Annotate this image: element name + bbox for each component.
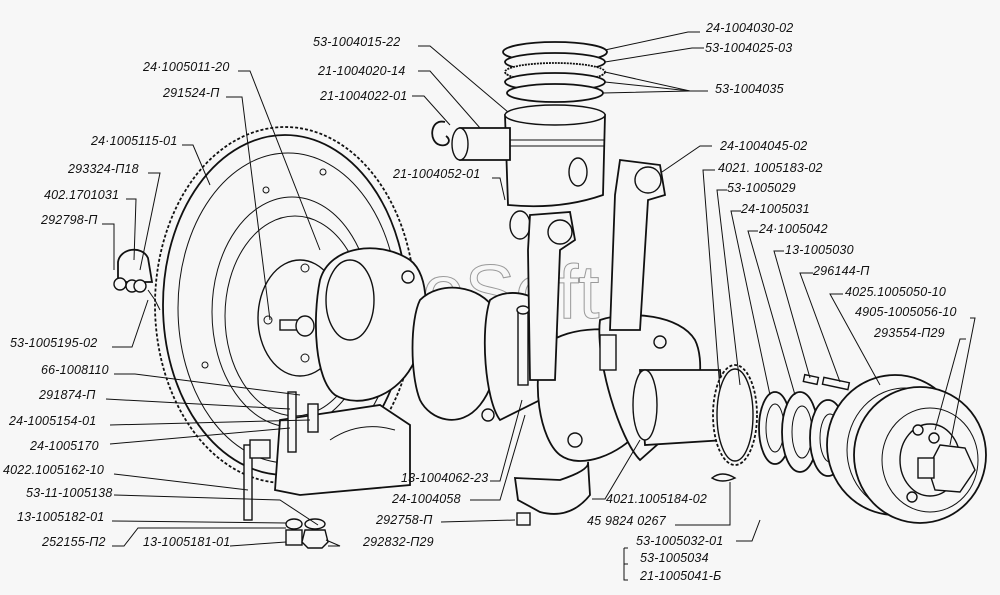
- callout-label: 292798-П: [40, 213, 98, 227]
- callout-label: 24-1005031: [740, 202, 810, 216]
- callout-label: 24-1004030-02: [705, 21, 793, 35]
- piston-pin: [451, 127, 511, 161]
- callout-label: 21-1005041-Б: [639, 569, 721, 583]
- callout-label: 53-1004035: [715, 82, 784, 96]
- callout-label: 4905-1005056-10: [855, 305, 957, 319]
- callout-label: 4025.1005050-10: [845, 285, 946, 299]
- callout-label: 4021. 1005183-02: [718, 161, 823, 175]
- callout-label: 21-1004052-01: [392, 167, 480, 181]
- leader-lines: [102, 31, 976, 581]
- callout-label: 402.1701031: [44, 188, 119, 202]
- crankshaft: [314, 247, 726, 462]
- callout-label: 53-1005029: [727, 181, 796, 195]
- callout-label: 293324-П18: [67, 162, 139, 176]
- callout-label: 53-1004025-03: [705, 41, 792, 55]
- callout-label: 24·1005011-20: [142, 60, 229, 74]
- keys: [710, 373, 851, 482]
- callout-label: 293554-П29: [873, 326, 945, 340]
- callout-labels: 24·1005011-20 291524-П 24·1005115-01 293…: [3, 21, 957, 583]
- callout-label: 24-1004045-02: [719, 139, 807, 153]
- callout-label: 291524-П: [162, 86, 220, 100]
- callout-label: 13-1005182-01: [17, 510, 104, 524]
- dowel-and-plate: [243, 439, 271, 521]
- callout-label: 24-1005170: [29, 439, 99, 453]
- callout-label: 292758-П: [375, 513, 433, 527]
- rod-bolt: [516, 305, 530, 386]
- connecting-rod-rear: [527, 211, 576, 381]
- connecting-rod-front: [599, 158, 667, 371]
- callout-label: 292832-П29: [362, 535, 434, 549]
- callout-label: 252155-П2: [41, 535, 106, 549]
- callout-label: 21-1004022-01: [319, 89, 407, 103]
- rear-seal-bracket: [113, 248, 161, 311]
- main-bearing-cap: [274, 391, 411, 496]
- callout-label: 53-11-1005138: [26, 486, 112, 500]
- flywheel-bolt: [279, 315, 315, 337]
- piston-pin-circlip: [431, 120, 450, 147]
- piston-rings: [502, 41, 608, 103]
- callout-label: 45 9824 0267: [587, 514, 667, 528]
- callout-label: 53-1005195-02: [10, 336, 97, 350]
- nuts-washers: [285, 518, 329, 549]
- callout-label: 24-1004058: [391, 492, 461, 506]
- crankshaft-pulley: [826, 374, 987, 524]
- callout-label: 53-1004015-22: [313, 35, 400, 49]
- callout-label: 24·1005042: [758, 222, 828, 236]
- piston-bottom: [509, 210, 531, 240]
- rod-cap: [513, 461, 591, 526]
- callout-label: 13-1005181-01: [143, 535, 230, 549]
- callout-label: 4022.1005162-10: [3, 463, 104, 477]
- piston: [504, 104, 606, 208]
- callout-label: 21-1004020-14: [317, 64, 405, 78]
- crankshaft-gear: [712, 364, 758, 466]
- callout-label: 53-1005032-01: [636, 534, 723, 548]
- callout-label: 13-1005030: [785, 243, 854, 257]
- callout-label: 296144-П: [812, 264, 870, 278]
- callout-label: 24·1005115-01: [90, 134, 177, 148]
- callout-label: 53-1005034: [640, 551, 709, 565]
- callout-label: 24-1005154-01: [8, 414, 96, 428]
- callout-label: 66-1008110: [41, 363, 109, 377]
- callout-label: 13-1004062-23: [401, 471, 488, 485]
- callout-label: 291874-П: [38, 388, 96, 402]
- callout-label: 4021.1005184-02: [606, 492, 707, 506]
